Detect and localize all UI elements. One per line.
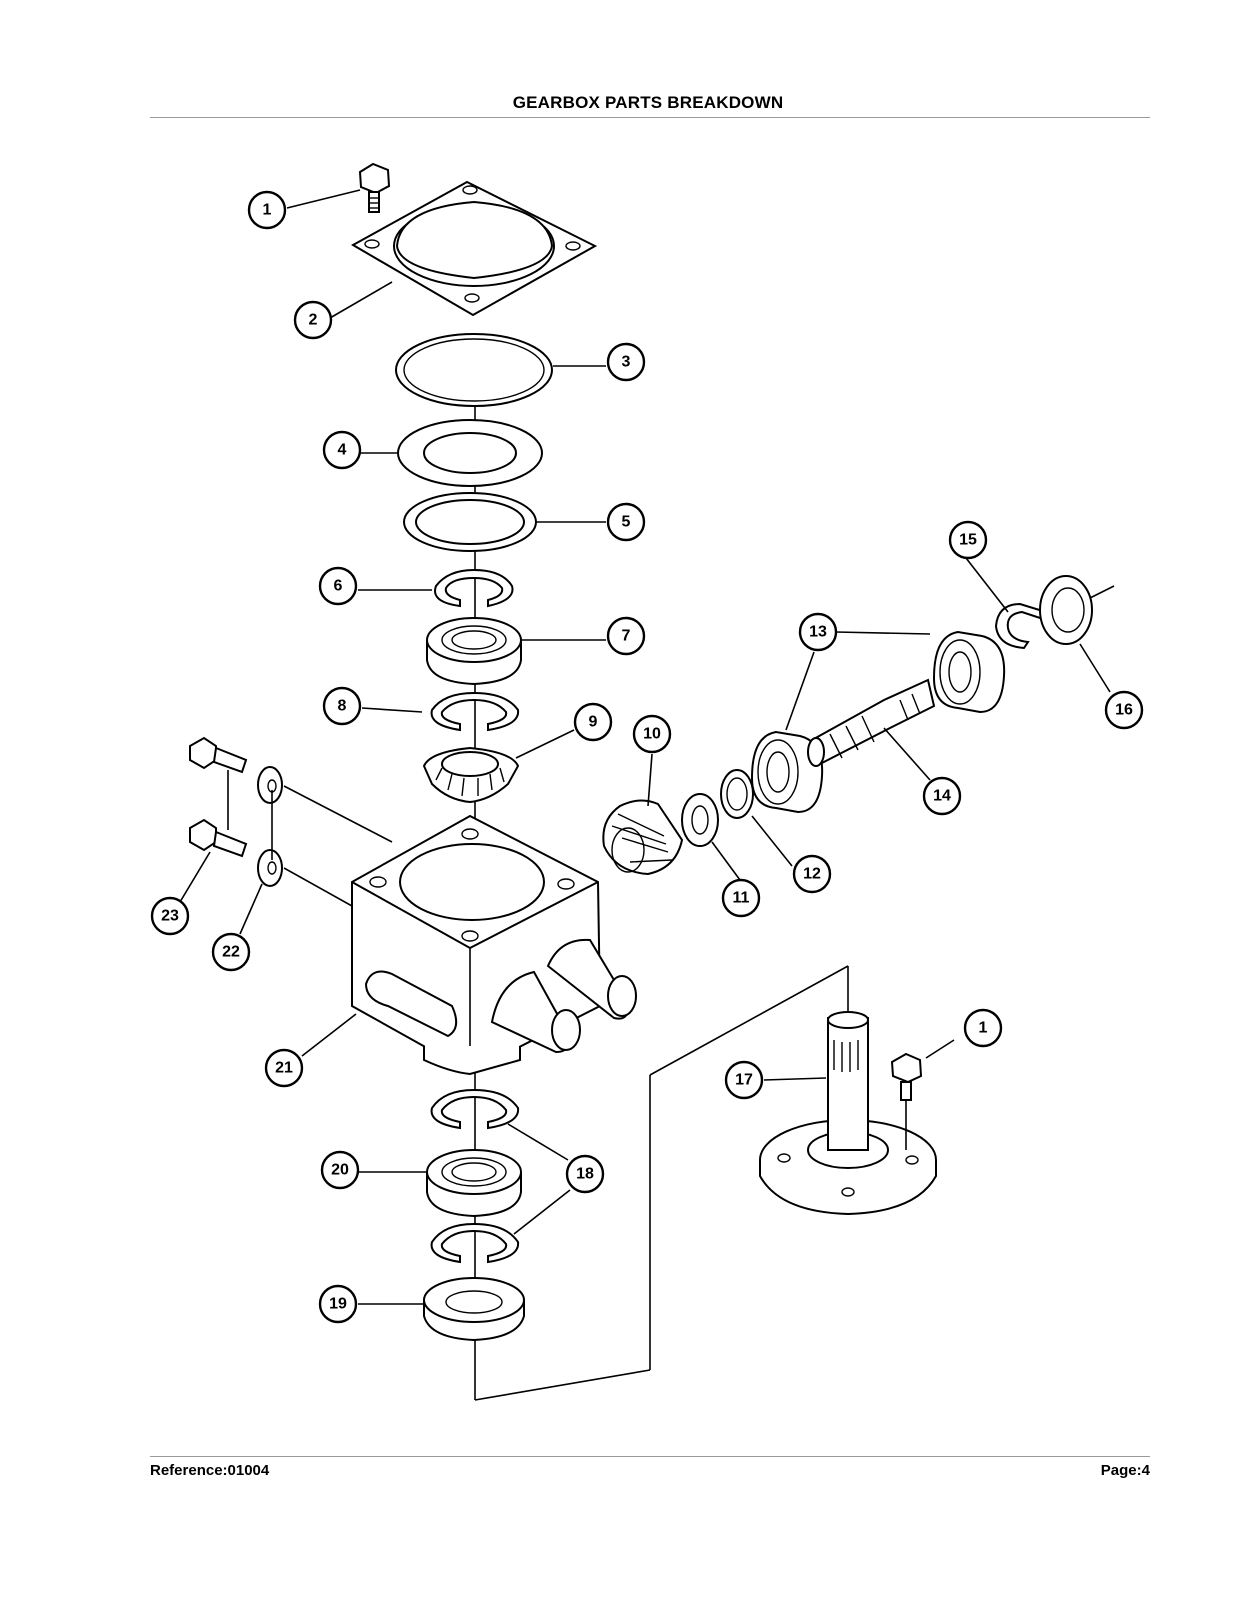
hub-17-drawing <box>759 1011 937 1216</box>
svg-text:17: 17 <box>735 1072 753 1089</box>
page-number: Page:4 <box>1100 1462 1150 1479</box>
svg-text:15: 15 <box>959 532 977 549</box>
callout-3: 3 <box>606 342 646 382</box>
callout-13: 13 <box>798 612 838 652</box>
shaft-14-drawing <box>807 678 936 767</box>
pinion-10-drawing <box>602 799 684 876</box>
callout-15: 15 <box>948 520 988 560</box>
callout-22: 22 <box>211 932 251 972</box>
footer-divider <box>150 1456 1150 1457</box>
svg-text:14: 14 <box>933 788 951 805</box>
callout-20: 20 <box>320 1150 360 1190</box>
bearings-13-drawing <box>750 630 1006 814</box>
callout-12: 12 <box>792 854 832 894</box>
callout-21: 21 <box>264 1048 304 1088</box>
svg-text:20: 20 <box>331 1162 349 1179</box>
housing-21-drawing <box>351 814 637 1076</box>
svg-text:7: 7 <box>622 628 631 645</box>
gear-9-drawing <box>422 746 520 804</box>
svg-text:8: 8 <box>338 698 347 715</box>
shim-5-drawing <box>403 492 537 552</box>
svg-text:6: 6 <box>334 578 343 595</box>
svg-text:2: 2 <box>309 312 318 329</box>
callout-16: 16 <box>1104 690 1144 730</box>
svg-text:22: 22 <box>222 944 240 961</box>
callout-9: 9 <box>573 702 613 742</box>
svg-text:21: 21 <box>275 1060 293 1077</box>
svg-text:18: 18 <box>576 1166 594 1183</box>
callout-7: 7 <box>606 616 646 656</box>
svg-text:3: 3 <box>622 354 631 371</box>
side-bolts-drawing <box>189 736 393 907</box>
callout-19: 19 <box>318 1284 358 1324</box>
svg-text:10: 10 <box>643 726 661 743</box>
svg-text:23: 23 <box>161 908 179 925</box>
bolt-top-drawing <box>358 162 391 213</box>
parts-illustration <box>189 162 1115 1401</box>
svg-text:4: 4 <box>338 442 347 459</box>
callout-17: 17 <box>724 1060 764 1100</box>
callout-10: 10 <box>632 714 672 754</box>
svg-text:11: 11 <box>733 890 750 907</box>
callout-23: 23 <box>150 896 190 936</box>
top-cover-drawing <box>350 180 598 317</box>
svg-text:16: 16 <box>1115 702 1133 719</box>
svg-text:1: 1 <box>979 1020 988 1037</box>
callout-1-lower: 1 <box>963 1008 1003 1048</box>
callout-14: 14 <box>922 776 962 816</box>
callout-8: 8 <box>322 686 362 726</box>
leader-lines <box>179 189 1111 1305</box>
callout-2: 2 <box>293 300 333 340</box>
snap-ring-8-drawing <box>430 691 520 732</box>
svg-text:12: 12 <box>803 866 821 883</box>
reference-number: Reference:01004 <box>150 1462 270 1479</box>
page-title: GEARBOX PARTS BREAKDOWN <box>512 93 784 112</box>
snap-ring-6-drawing <box>434 568 514 608</box>
svg-text:13: 13 <box>809 624 827 641</box>
callout-11: 11 <box>721 878 761 918</box>
svg-text:9: 9 <box>589 714 598 731</box>
svg-text:5: 5 <box>622 514 631 531</box>
o-ring-drawing <box>395 333 553 407</box>
svg-text:1: 1 <box>263 202 272 219</box>
callout-4: 4 <box>322 430 362 470</box>
shim-4-drawing <box>397 419 543 487</box>
callout-5: 5 <box>606 502 646 542</box>
callout-18: 18 <box>565 1154 605 1194</box>
svg-text:19: 19 <box>329 1296 347 1313</box>
callout-6: 6 <box>318 566 358 606</box>
header-divider <box>150 117 1150 118</box>
bearing-7-drawing <box>426 617 522 686</box>
callout-1: 1 <box>247 190 287 230</box>
